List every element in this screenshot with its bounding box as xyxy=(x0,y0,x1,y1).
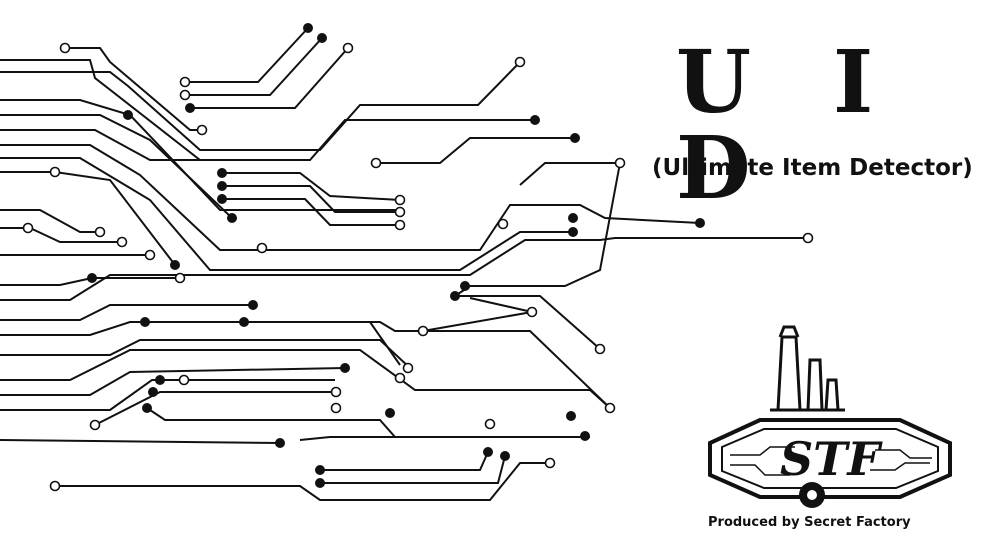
producer-credit: Produced by Secret Factory xyxy=(708,515,911,530)
hollow-nodes xyxy=(22,42,814,492)
factory-logo-icon: STF xyxy=(708,325,952,508)
page-title: U I D xyxy=(676,32,900,219)
circuit-traces xyxy=(0,27,808,501)
secret-factory-logo: STF xyxy=(700,325,990,540)
filled-nodes xyxy=(87,23,705,488)
svg-text:STF: STF xyxy=(780,432,883,486)
page-subtitle: (Ultimate Item Detector) xyxy=(652,155,973,181)
